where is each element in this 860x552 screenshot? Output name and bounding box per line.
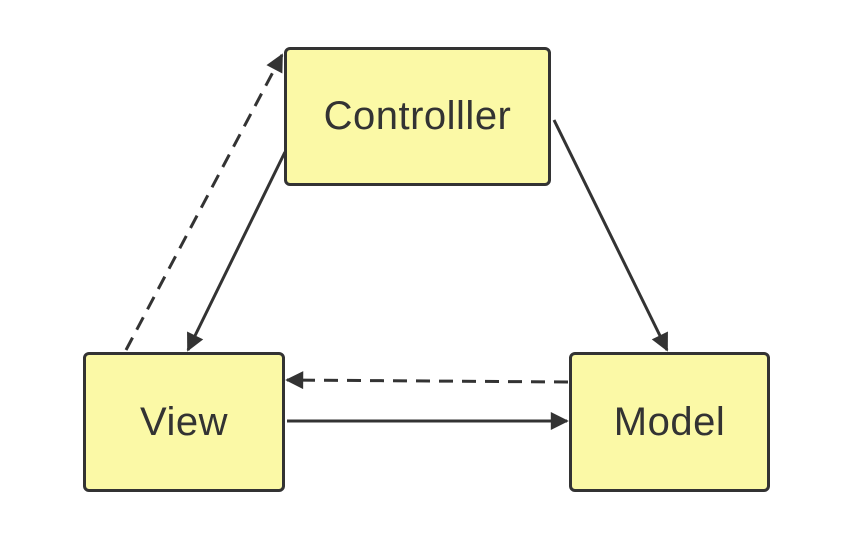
controller-node: Controlller [284,47,551,186]
edge-view-to-controller [124,53,284,351]
edge-controller-to-view [186,151,287,352]
controller-label: Controlller [323,94,512,138]
model-label: Model [613,399,726,444]
view-label: View [140,399,228,444]
view-node: View [83,352,285,492]
edge-model-to-view [285,371,569,390]
edge-controller-to-model [552,119,669,352]
model-node: Model [569,352,770,492]
